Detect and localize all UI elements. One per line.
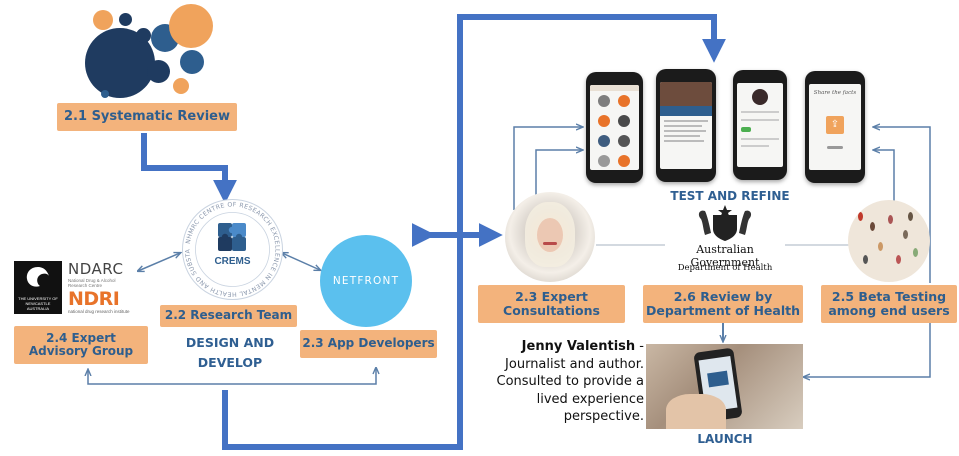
gov-line2: Department of Health	[677, 263, 773, 273]
ndri-logo: NDRI national drug research institute	[68, 290, 140, 316]
loop-left-inner	[535, 150, 582, 195]
gov-line1: Australian Government	[665, 243, 785, 269]
expert-advisory-line1: 2.4 Expert	[46, 330, 116, 345]
phone-1-screen	[590, 85, 639, 170]
ndri-text: NDRI	[68, 288, 120, 310]
test-refine-heading: TEST AND REFINE	[670, 189, 790, 203]
box-expert-advisory: 2.4 Expert Advisory Group	[14, 326, 148, 364]
loop-right-outer	[874, 127, 931, 283]
loop-left-outer	[513, 127, 582, 210]
bubble	[136, 28, 151, 43]
arrow-review-to-team	[141, 133, 237, 204]
jenny-caption: Jenny Valentish - Journalist and author.…	[472, 338, 644, 426]
bubble	[93, 10, 113, 30]
newcastle-text: THE UNIVERSITY OF NEWCASTLE AUSTRALIA	[18, 296, 58, 311]
systematic-review-label: 2.1 Systematic Review	[64, 108, 230, 124]
share-icon: ⇪	[826, 116, 844, 134]
bubble	[101, 90, 109, 98]
arrow-crems-netfront	[282, 253, 320, 270]
beta-line2: among end users	[828, 303, 950, 318]
newcastle-logo: THE UNIVERSITY OF NEWCASTLE AUSTRALIA	[14, 261, 62, 314]
newcastle-crest-icon	[26, 267, 49, 287]
box-app-developers: 2.3 App Developers	[300, 330, 437, 358]
loop-right-inner	[874, 150, 895, 205]
aus-gov-logo: Australian Government Department of Heal…	[665, 205, 785, 278]
bubble	[180, 50, 204, 74]
phone-4: Share the facts ⇪	[805, 71, 865, 183]
crems-text: CREMS	[214, 256, 251, 267]
crems-logo: NHMRC CENTRE OF RESEARCH EXCELLENCE IN M…	[179, 196, 286, 303]
box-research-team: 2.2 Research Team	[160, 305, 297, 327]
design-line2: DEVELOP	[197, 355, 263, 370]
design-develop-heading: DESIGN AND DEVELOP	[165, 333, 295, 373]
jenny-photo	[505, 192, 595, 282]
crowd-photo	[848, 200, 930, 282]
loop-right-down	[804, 323, 931, 377]
bubble	[169, 4, 213, 48]
ndarc-subtext: National Drug & Alcohol Research Centre	[68, 278, 116, 288]
expert-consult-line1: 2.3 Expert	[515, 289, 588, 304]
jenny-name: Jenny Valentish	[521, 339, 636, 354]
ndarc-logo: NDARC National Drug & Alcohol Research C…	[68, 260, 140, 288]
review-doh-line2: Department of Health	[645, 303, 801, 318]
bubble	[119, 13, 132, 26]
phone-4-screen: Share the facts ⇪	[809, 84, 861, 170]
phone-2-screen	[660, 82, 712, 169]
launch-photo	[646, 344, 803, 429]
box-review-doh: 2.6 Review by Department of Health	[643, 285, 803, 323]
phone-1	[586, 72, 643, 183]
launch-heading: LAUNCH	[697, 432, 753, 446]
netfront-logo: NETFRONT	[320, 235, 412, 327]
box-systematic-review: 2.1 Systematic Review	[57, 103, 237, 131]
research-team-label: 2.2 Research Team	[164, 308, 293, 323]
ndri-subtext: national drug research institute	[68, 309, 130, 314]
share-facts-text: Share the facts	[813, 90, 857, 96]
crems-ring-icon: NHMRC CENTRE OF RESEARCH EXCELLENCE IN M…	[179, 196, 283, 300]
arrow-ndarc-crems	[138, 253, 180, 271]
phone-3-screen	[737, 83, 783, 167]
box-expert-consultations: 2.3 Expert Consultations	[478, 285, 625, 323]
design-line1: DESIGN AND	[185, 335, 275, 350]
netfront-text: NETFRONT	[332, 275, 400, 287]
jenny-description: - Journalist and author. Consulted to pr…	[496, 339, 644, 424]
box-beta-testing: 2.5 Beta Testing among end users	[821, 285, 957, 323]
expert-advisory-line2: Advisory Group	[28, 344, 134, 358]
phone-2	[656, 69, 716, 182]
bubble	[173, 78, 189, 94]
beta-line1: 2.5 Beta Testing	[831, 289, 947, 304]
ndarc-text: NDARC	[68, 260, 124, 278]
bubble	[147, 60, 170, 83]
arrow-feedback-bottom	[88, 368, 376, 385]
review-doh-line1: 2.6 Review by	[673, 289, 773, 304]
expert-consult-line2: Consultations	[503, 303, 600, 318]
app-developers-label: 2.3 App Developers	[302, 336, 435, 351]
phone-3	[733, 70, 787, 180]
coat-of-arms-icon	[698, 205, 752, 241]
